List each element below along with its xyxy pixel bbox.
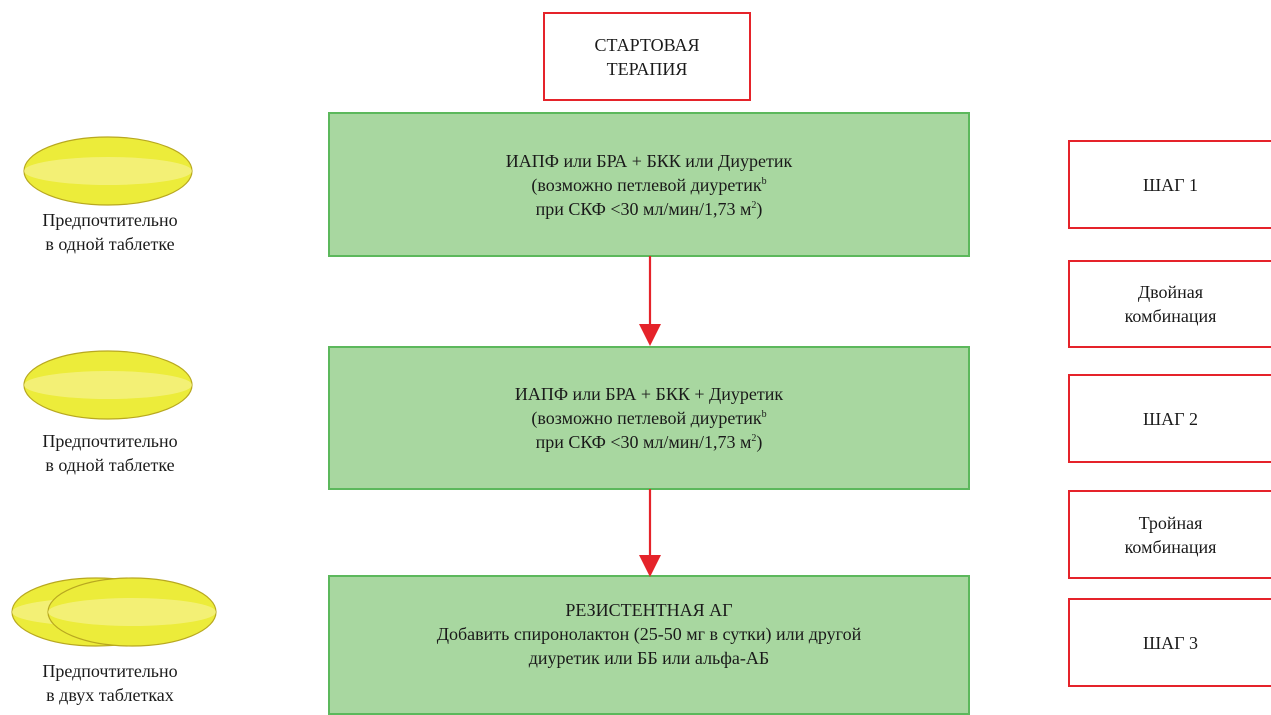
step2-label: ШАГ 2 [1142,408,1199,429]
arrow-down-icon [639,489,661,577]
step2-label-box: ШАГ 2 [1068,374,1271,463]
start-therapy-line1: СТАРТОВАЯ [594,34,700,55]
start-therapy-box: СТАРТОВАЯ ТЕРАПИЯ [543,12,751,101]
step3-label-box: ШАГ 3 [1068,598,1271,687]
step3-label: ШАГ 3 [1142,632,1199,653]
step1-line2: (возможно петлевой диуретикb [531,174,767,195]
pill-label-1-line1: Предпочтительно [42,210,178,230]
double-pill-icon [11,577,217,647]
step2-line1: ИАПФ или БРА + БКК + Диуретик [514,384,784,404]
step1-label-box: ШАГ 1 [1068,140,1271,229]
dual-line1: Двойная [1137,282,1204,302]
dual-line2: комбинация [1124,306,1217,326]
pill-label-2-line1: Предпочтительно [42,431,178,451]
step2-line3: при СКФ <30 мл/мин/1,73 м2) [535,432,763,452]
step1-label: ШАГ 1 [1142,174,1199,195]
pill-label-2-line2: в одной таблетке [45,455,175,475]
pill-label-3-line1: Предпочтительно [42,661,178,681]
step3-resistant-box: РЕЗИСТЕНТНАЯ АГ Добавить спиронолактон (… [328,575,970,715]
start-therapy-line2: ТЕРАПИЯ [606,58,688,79]
pill-label-2: Предпочтительно в одной таблетке [0,429,220,477]
pill-icon [23,136,193,206]
step3-line3: диуретик или ББ или альфа-АБ [528,648,770,668]
step3-line1: РЕЗИСТЕНТНАЯ АГ [565,600,733,620]
step2-line2: (возможно петлевой диуретикb [531,408,767,428]
step1-therapy-box: ИАПФ или БРА + БКК или Диуретик (возможн… [328,112,970,257]
step1-line3: при СКФ <30 мл/мин/1,73 м2) [535,198,763,219]
dual-combination-box: Двойная комбинация [1068,260,1271,348]
step2-therapy-box: ИАПФ или БРА + БКК + Диуретик (возможно … [328,346,970,490]
pill-label-3: Предпочтительно в двух таблетках [0,659,220,707]
pill-label-3-line2: в двух таблетках [46,685,174,705]
pill-label-1-line2: в одной таблетке [45,234,175,254]
arrow-down-icon [639,256,661,346]
step3-line2: Добавить спиронолактон (25-50 мг в сутки… [436,624,862,644]
pill-icon [23,350,193,420]
pill-label-1: Предпочтительно в одной таблетке [0,208,220,256]
step1-line1: ИАПФ или БРА + БКК или Диуретик [505,150,793,171]
triple-combination-box: Тройная комбинация [1068,490,1271,579]
triple-line1: Тройная [1138,512,1203,533]
triple-line2: комбинация [1124,536,1217,557]
